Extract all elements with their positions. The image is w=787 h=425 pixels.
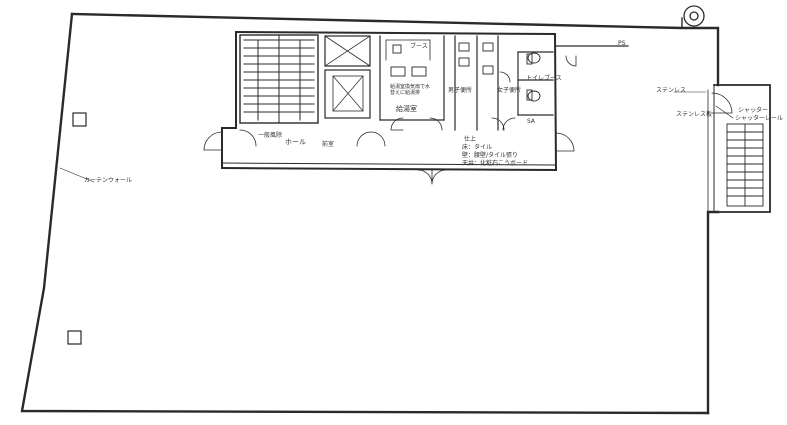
label-womens-restroom: 女子便所 (497, 87, 522, 94)
label-hall: ホール (285, 138, 306, 146)
label-elevator-hall-sign: 一般風除 (258, 132, 283, 139)
label-booth: ブース (410, 43, 428, 50)
label-toilet-booth: トイレブース (526, 75, 562, 82)
label-finish-header: 仕上 (464, 136, 477, 143)
leader-lines (59, 91, 734, 183)
elevator-shaft-bottom (324, 69, 371, 119)
label-curtain-wall: カーテンウォール (84, 177, 133, 184)
annex-outline (713, 84, 771, 213)
label-rolling-shutter: シャッター (738, 107, 769, 114)
label-finish-note-3: 天井：化粧石こうボード (462, 160, 529, 167)
annex-door-swing (711, 92, 733, 114)
label-stainless: ステンレス (656, 87, 687, 94)
label-front-room: 前室 (322, 141, 335, 148)
label-shutter-note: シャッターレール (735, 115, 784, 122)
annex-stairs (726, 123, 764, 207)
label-mens-restroom: 男子便所 (448, 87, 473, 94)
column-upper-left (72, 112, 87, 127)
label-finish-note-1: 床：タイル (462, 144, 493, 151)
sanitary-fixtures (390, 42, 541, 102)
restroom-partitions (379, 35, 554, 131)
label-sa: SA (527, 118, 536, 125)
stairwell (239, 34, 319, 124)
door-swings (203, 55, 577, 185)
core-inner-wall (221, 162, 557, 166)
column-lower-left (67, 330, 82, 345)
round-column-top-right (683, 5, 705, 27)
label-pantry: 給湯室 (396, 105, 417, 113)
core-outline (220, 30, 558, 172)
label-finish-note-2: 壁：腰壁/タイル張り (462, 152, 519, 159)
label-ps: PS (618, 40, 626, 47)
label-water-heater-note: 給湯室換気扇で水替えに給湯排 (390, 84, 431, 96)
label-stainless-note: ステンレス板 (676, 111, 713, 118)
elevator-shaft-top (324, 35, 371, 67)
